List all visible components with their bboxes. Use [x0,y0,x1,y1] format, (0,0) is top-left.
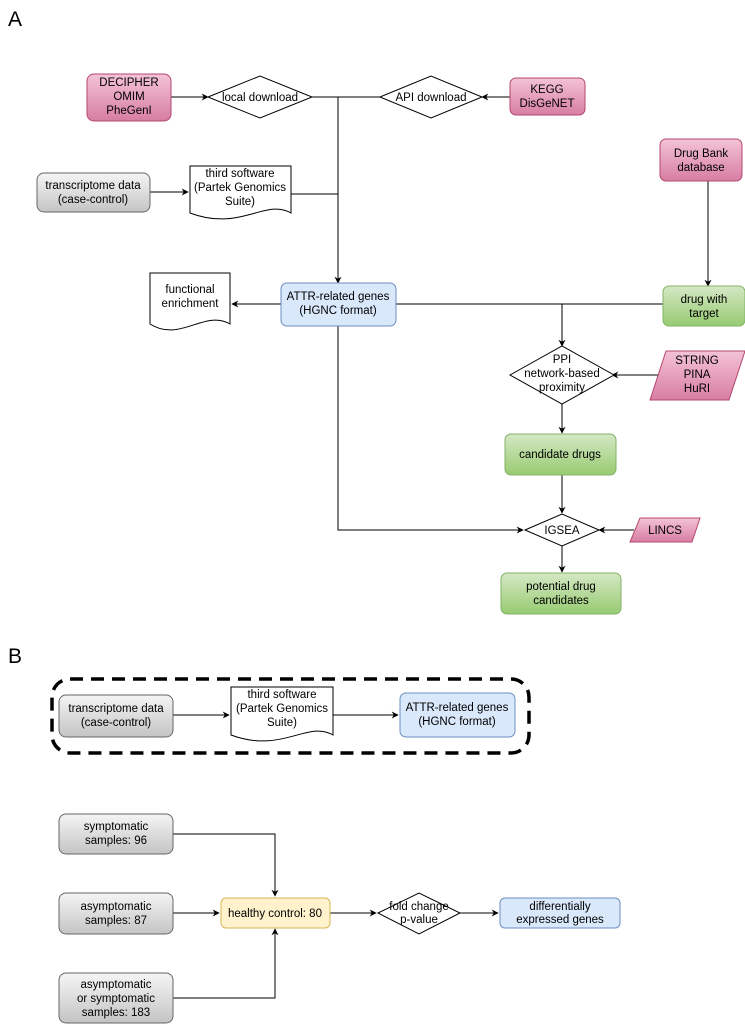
svg-text:ATTR-related genes(HGNC format: ATTR-related genes(HGNC format) [287,291,390,317]
svg-text:healthy control: 80: healthy control: 80 [228,908,322,920]
node-healthy-control: healthy control: 80 [220,897,331,929]
node-attr-genes-b: ATTR-related genes(HGNC format) [399,692,516,738]
panel-a-edges [150,93,712,573]
node-igsea: IGSEA [523,513,601,547]
panel-label-b: B [8,645,22,668]
node-local-download: local download [206,75,314,119]
edge-symptomatic-healthy [173,833,279,897]
svg-text:LINCS: LINCS [648,525,682,537]
node-candidate-drugs: candidate drugs [504,433,617,476]
svg-text:transcriptome data(case-contro: transcriptome data(case-control) [68,703,164,729]
svg-text:local download: local download [222,92,298,104]
node-lincs: LINCS [629,517,701,543]
svg-text:transcriptome data(case-contro: transcriptome data(case-control) [45,180,141,206]
node-api-download: API download [378,75,484,119]
node-attr-genes-a: ATTR-related genes(HGNC format) [280,282,397,327]
panel-label-a: A [8,8,22,31]
svg-text:API download: API download [396,92,467,104]
panel-b-edges [173,711,499,999]
svg-text:candidate drugs: candidate drugs [519,449,601,461]
panel-b-dashed-group [50,677,531,755]
svg-text:IGSEA: IGSEA [544,525,579,537]
edge-attr-igsea [337,326,524,534]
node-transcriptome-a: transcriptome data(case-control) [36,172,151,213]
node-transcriptome-b: transcriptome data(case-control) [58,694,174,738]
svg-text:ATTR-related genes(HGNC format: ATTR-related genes(HGNC format) [406,702,509,728]
edge-either-healthy [173,928,279,999]
